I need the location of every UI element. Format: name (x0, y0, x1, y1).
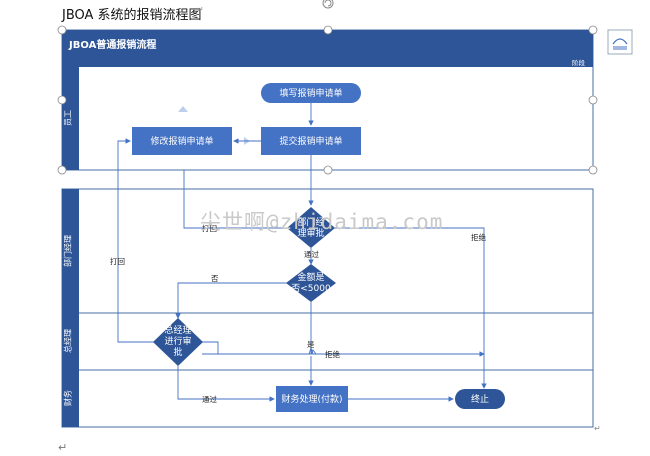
paragraph-mark-diagram: ↵ (594, 424, 601, 433)
edge-label-return-dept: 打回 (202, 223, 217, 233)
node-submit-form[interactable] (261, 127, 361, 155)
edge-label-reject-dept: 拒绝 (471, 232, 486, 242)
node-end[interactable] (455, 389, 505, 409)
node-dept-approval-line1: 部门经 (297, 216, 324, 228)
edge-gm-return (117, 138, 158, 343)
node-amount-check-line1: 金额是 (297, 271, 324, 283)
paragraph-mark-title: ↵ (197, 5, 204, 14)
node-gm-approval[interactable] (153, 318, 203, 366)
edge-gm-pass (177, 366, 275, 402)
node-amount-check[interactable] (286, 264, 336, 302)
node-finance-label: 财务处理(付款) (281, 393, 342, 405)
node-end-label: 终止 (471, 393, 489, 405)
handle-top-middle[interactable] (323, 25, 333, 35)
node-dept-approval-line2: 理审批 (297, 227, 324, 239)
selection-handles[interactable] (57, 25, 598, 175)
node-finance[interactable] (276, 386, 348, 412)
document-title: JBOA 系统的报销流程图 (62, 8, 202, 23)
node-dept-approval[interactable] (287, 207, 335, 248)
edge-label-yes: 是 (307, 340, 315, 349)
node-fill-form-label: 填写报销申请单 (279, 87, 342, 99)
handle-middle-left[interactable] (57, 95, 67, 105)
node-gm-approval-line2: 进行审 (164, 335, 191, 347)
node-gm-approval-line3: 批 (173, 346, 182, 358)
node-modify-form-label: 修改报销申请单 (150, 135, 213, 147)
header-bar (62, 30, 593, 58)
lane-label-finance: 财务 (63, 390, 73, 406)
lane-label-employee: 员工 (64, 110, 73, 126)
node-gm-approval-line1: 总经理 (164, 324, 191, 336)
header-title: JBOA普通报销流程 (68, 38, 156, 51)
handle-bottom-left[interactable] (57, 165, 67, 175)
edge-dept-reject (335, 227, 487, 389)
lane-label-gm: 总经理 (63, 329, 73, 353)
lane-header-employee (62, 67, 79, 170)
layout-options-icon[interactable] (607, 29, 633, 55)
node-submit-form-label: 提交报销申请单 (279, 135, 342, 147)
phase-label: 阶段 (572, 58, 586, 67)
node-amount-check-line2: 否<5000 (291, 283, 331, 294)
node-modify-form[interactable] (132, 127, 232, 155)
paragraph-mark-end: ↵ (58, 441, 68, 454)
lane-header-finance (62, 370, 79, 427)
edge-label-return-gm: 打回 (110, 256, 125, 266)
watermark: 尖世啊@zhidaima.com (200, 210, 444, 234)
edge-dept-return (183, 170, 287, 229)
connectors (117, 103, 487, 402)
lane-header-dept (62, 189, 79, 313)
handle-middle-right[interactable] (588, 95, 598, 105)
edge-amount-no (175, 282, 287, 319)
edge-label-no: 否 (211, 274, 219, 283)
hint-arrow-up (178, 106, 188, 112)
rotate-handle-icon[interactable] (322, 0, 334, 9)
handle-bottom-right[interactable] (588, 165, 598, 175)
edge-label-pass-dept: 通过 (304, 249, 319, 259)
lane-header-gm (62, 313, 79, 370)
handle-bottom-middle[interactable] (323, 165, 333, 175)
edge-label-reject-gm: 拒绝 (325, 349, 340, 359)
lane-label-dept: 部门经理 (63, 235, 73, 267)
edge-label-pass-gm: 通过 (202, 394, 217, 404)
handle-top-right[interactable] (588, 25, 598, 35)
phase-bar (62, 58, 593, 67)
handle-top-left[interactable] (57, 25, 67, 35)
node-fill-form[interactable] (261, 83, 361, 103)
